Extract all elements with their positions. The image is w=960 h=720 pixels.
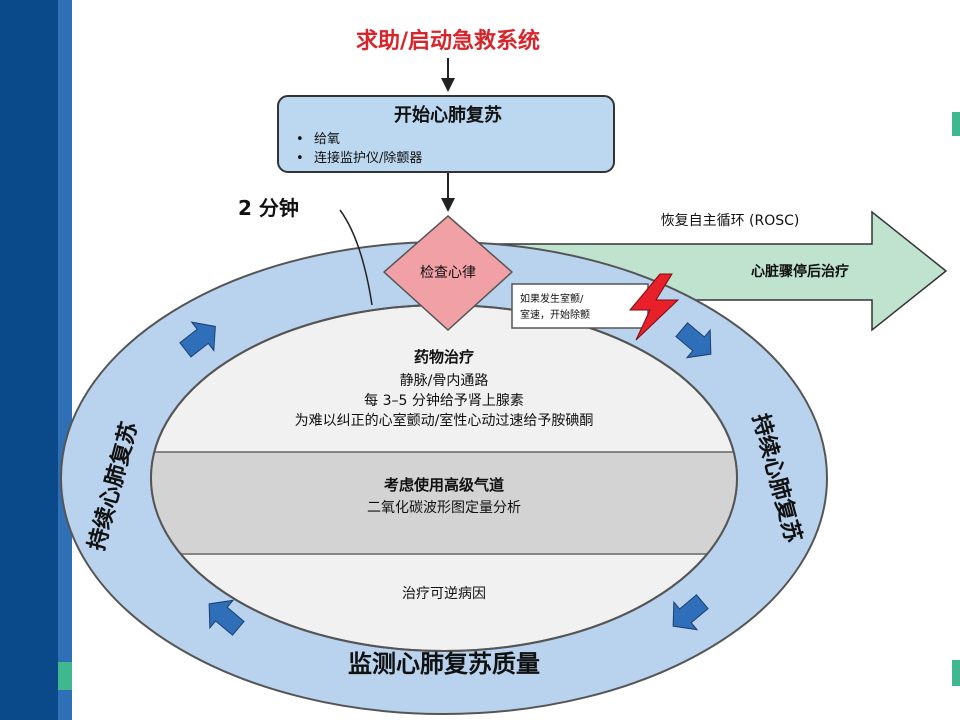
arrow-head-icon <box>441 78 455 92</box>
start-bullet-oxygen: 给氧 <box>314 132 340 147</box>
cycle-arrow-icon <box>675 322 712 359</box>
left-sidebar-bar <box>0 0 58 720</box>
capnography-line: 二氧化碳波形图定量分析 <box>367 500 521 516</box>
bullet-icon: • <box>296 132 304 147</box>
drug-line-amiodarone: 为难以纠正的心室颤动/室性心动过速给予胺碘酮 <box>295 412 594 429</box>
left-sidebar-stripe <box>58 0 72 720</box>
check-rhythm-label: 检查心律 <box>420 265 476 281</box>
left-sidebar-accent <box>58 662 72 690</box>
call-for-help-label: 求助/启动急救系统 <box>356 28 540 54</box>
reversible-causes-label: 治疗可逆病因 <box>402 586 486 602</box>
start-cpr-box <box>277 95 615 173</box>
cycle-arrow-icon <box>672 594 709 631</box>
check-rhythm-diamond <box>382 215 514 332</box>
cycle-arrow-icon <box>179 321 216 358</box>
bullet-icon: • <box>296 151 304 166</box>
right-edge-mark <box>952 112 960 136</box>
shock-note-line-2: 室速，开始除颤 <box>520 308 590 321</box>
two-minute-label: 2 分钟 <box>238 196 299 220</box>
cycle-arrow-icon <box>208 599 245 636</box>
shock-note-line-1: 如果发生室颤/ <box>520 292 584 305</box>
two-minute-pointer <box>339 209 373 306</box>
advanced-airway-title: 考虑使用高级气道 <box>384 476 504 494</box>
arrow-head-icon <box>441 198 455 212</box>
shock-note-box <box>511 283 649 329</box>
drug-line-epinephrine: 每 3–5 分钟给予肾上腺素 <box>364 392 524 409</box>
drug-line-iv-io: 静脉/骨内通路 <box>400 373 489 389</box>
airway-band <box>151 452 737 554</box>
ring-label-bottom: 监测心肺复苏质量 <box>348 650 540 678</box>
lightning-bolt-icon <box>628 273 680 341</box>
start-cpr-title: 开始心肺复苏 <box>394 104 502 126</box>
drug-therapy-title: 药物治疗 <box>414 348 474 366</box>
rosc-label: 恢复自主循环 (ROSC) <box>661 212 800 229</box>
right-edge-mark <box>952 660 960 686</box>
post-arrest-label: 心脏骤停后治疗 <box>751 263 849 280</box>
start-bullet-monitor: 连接监护仪/除颤器 <box>314 150 422 166</box>
